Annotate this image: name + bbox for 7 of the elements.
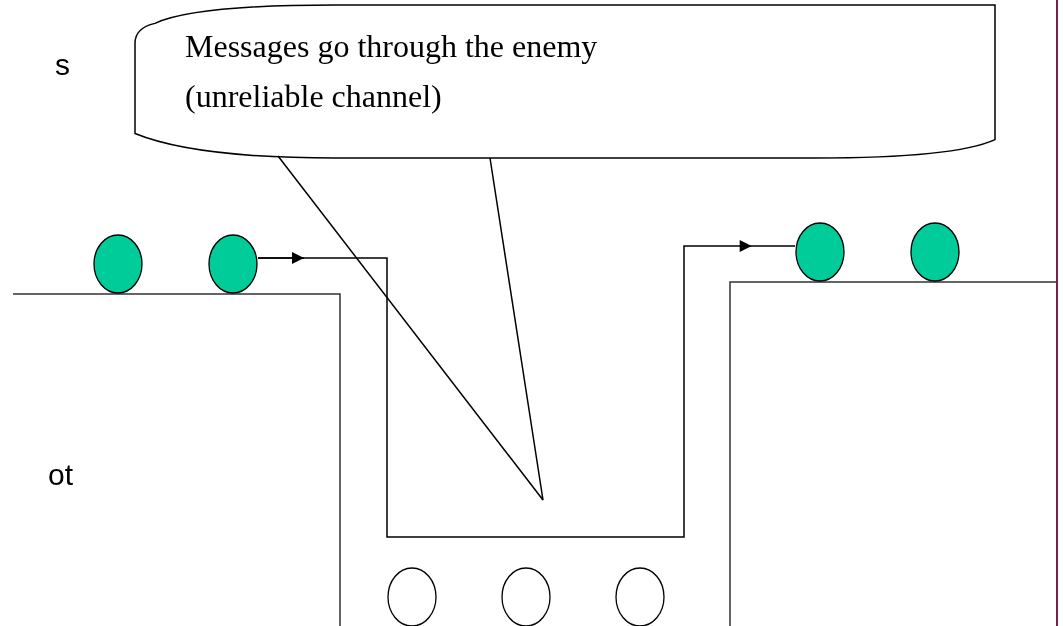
partial-text: ot (48, 458, 74, 492)
ellipse (208, 234, 258, 294)
ellipse (795, 222, 845, 282)
partial-text: s (55, 48, 70, 82)
ellipse (910, 222, 960, 282)
callout-text: Messages go through the enemy (unreliable channel) (185, 27, 599, 116)
ellipse (93, 234, 143, 294)
